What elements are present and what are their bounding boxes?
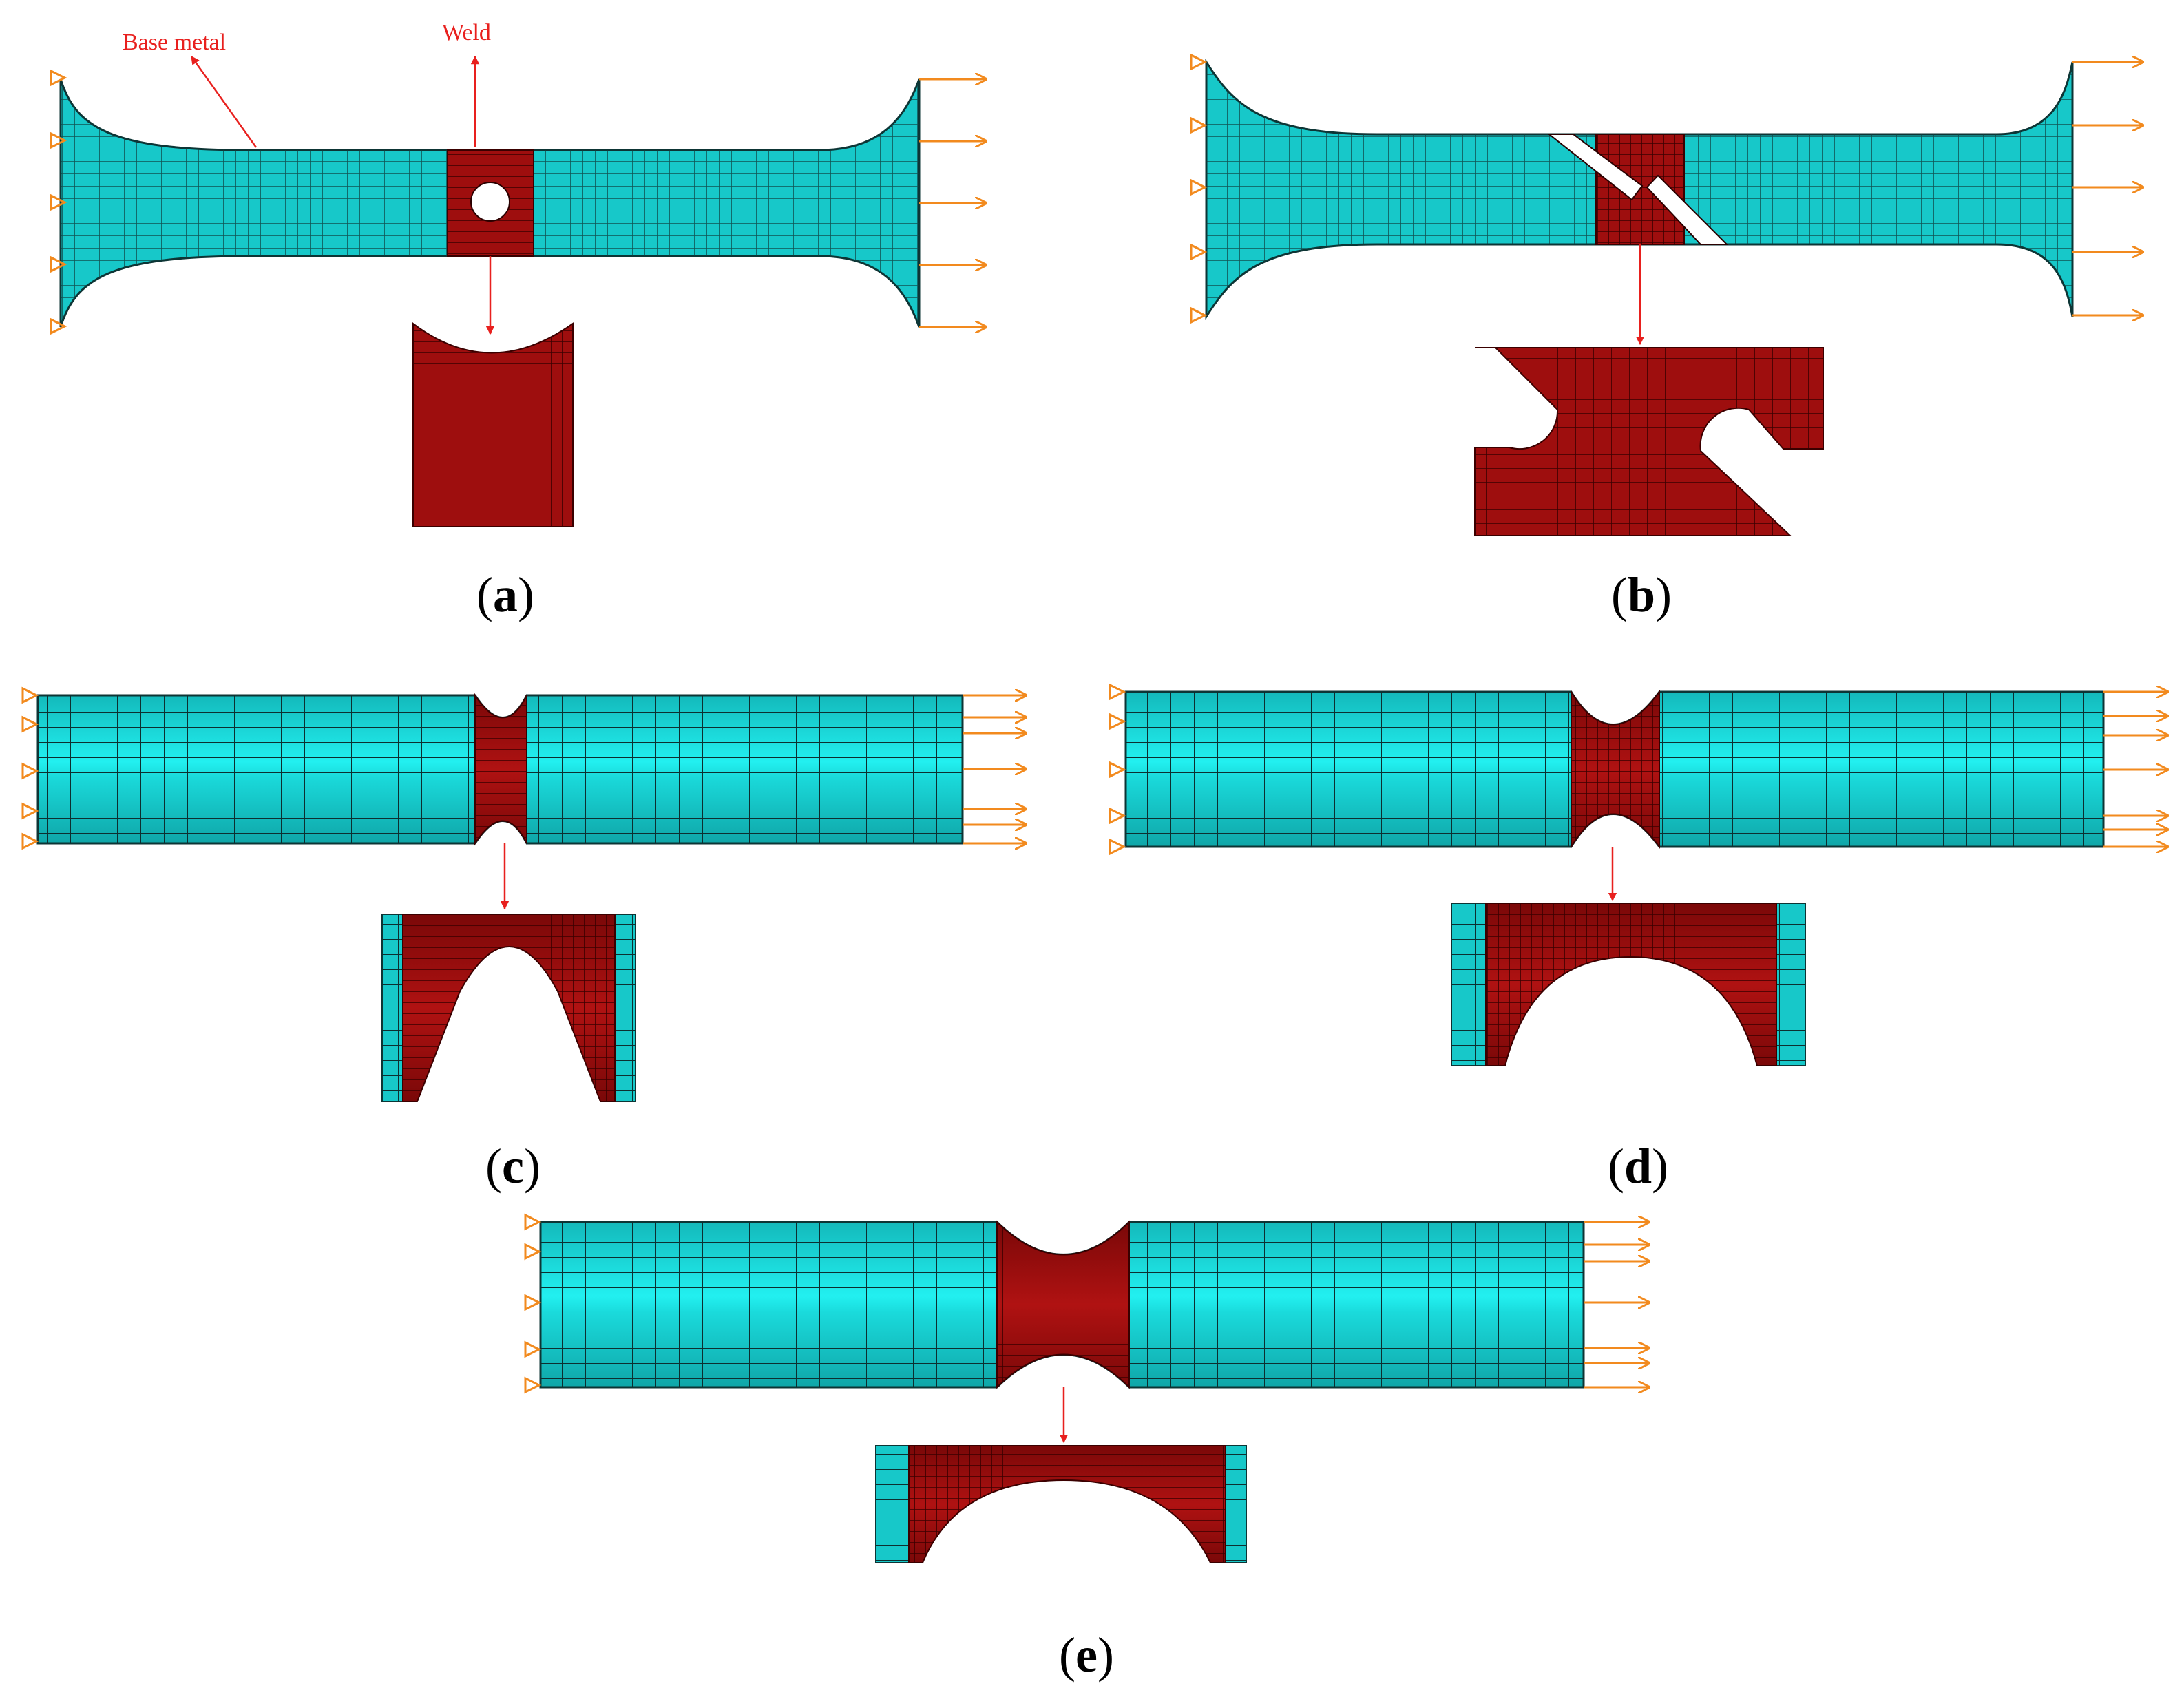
triangle-support-icon	[1190, 178, 1208, 196]
panel-e: (e)	[524, 1213, 1649, 1683]
panel-b-label: (b)	[1611, 567, 1672, 622]
panel-b-slot-left	[1547, 134, 1644, 201]
triangle-support-icon	[21, 802, 39, 820]
panel-c-load-arrows	[963, 695, 1026, 843]
triangle-support-icon	[1190, 116, 1208, 134]
panel-e-weld-zoom	[875, 1445, 1247, 1563]
panel-a-label: (a)	[476, 567, 534, 622]
panel-e-fixed-supports	[524, 1213, 542, 1394]
triangle-support-icon	[50, 69, 67, 87]
triangle-support-icon	[1109, 838, 1126, 856]
triangle-support-icon	[50, 193, 67, 211]
triangle-support-icon	[1109, 807, 1126, 825]
triangle-support-icon	[524, 1376, 542, 1394]
triangle-support-icon	[524, 1213, 542, 1231]
triangle-support-icon	[50, 131, 67, 149]
triangle-support-icon	[50, 317, 67, 335]
panel-a-hole	[470, 182, 510, 222]
panel-d: (d)	[1109, 683, 2167, 1194]
triangle-support-icon	[21, 762, 39, 780]
panel-c-weld-zoom	[381, 914, 636, 1102]
panel-b-load-arrows	[2072, 62, 2143, 315]
panel-b: (b)	[1190, 53, 2143, 622]
panel-a-load-arrows	[919, 79, 986, 327]
panel-c-label: (c)	[485, 1139, 540, 1194]
triangle-support-icon	[1190, 306, 1208, 324]
panel-c-fixed-supports	[21, 686, 39, 850]
triangle-support-icon	[1109, 761, 1126, 779]
panel-d-fixed-supports	[1109, 683, 1126, 856]
base-metal-callout: Base metal	[123, 30, 226, 55]
panel-b-slot-right	[1646, 174, 1729, 245]
weld-callout: Weld	[442, 20, 491, 45]
triangle-support-icon	[1109, 683, 1126, 701]
panel-e-label: (e)	[1059, 1627, 1114, 1683]
triangle-support-icon	[50, 255, 67, 273]
triangle-support-icon	[1190, 53, 1208, 71]
panel-c: (c)	[21, 686, 1026, 1194]
triangle-support-icon	[524, 1243, 542, 1261]
panel-e-load-arrows	[1584, 1222, 1649, 1387]
triangle-support-icon	[1109, 713, 1126, 730]
panel-a-fixed-supports	[50, 69, 67, 335]
panel-d-load-arrows	[2103, 692, 2167, 847]
panel-a: Base metal Weld (a)	[50, 20, 986, 622]
panel-d-weld-zoom	[1451, 903, 1806, 1066]
triangle-support-icon	[21, 832, 39, 850]
panel-b-fixed-supports	[1190, 53, 1208, 324]
triangle-support-icon	[21, 686, 39, 704]
panel-d-label: (d)	[1608, 1139, 1668, 1194]
triangle-support-icon	[1190, 243, 1208, 261]
triangle-support-icon	[524, 1294, 542, 1311]
triangle-support-icon	[524, 1340, 542, 1358]
triangle-support-icon	[21, 715, 39, 733]
